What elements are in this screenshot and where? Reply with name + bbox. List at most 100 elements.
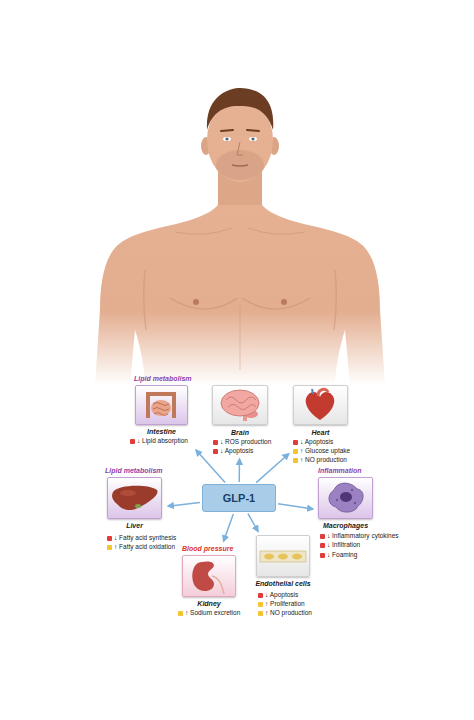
decrease-marker [107, 536, 112, 541]
tile-background [293, 385, 348, 425]
increase-marker [178, 611, 183, 616]
brain-icon [226, 397, 256, 410]
head [237, 142, 243, 155]
liver-icon [112, 486, 158, 510]
effect-text: ↓ Infiltration [327, 541, 360, 549]
organ-tile: Lipid metabolismLiver↓ Fatty acid synthe… [105, 466, 165, 554]
liver-icon [120, 490, 136, 496]
category-heading: Lipid metabolism [134, 374, 192, 383]
intestine-icon [148, 394, 174, 418]
endothelial-icon [292, 554, 302, 560]
effect-text: ↓ Apoptosis [220, 447, 253, 455]
effect-text: ↑ NO production [300, 456, 347, 464]
tile-background [256, 535, 310, 577]
head [216, 150, 264, 180]
category-heading: Lipid metabolism [105, 466, 163, 475]
effect-text: ↓ ROS production [220, 438, 271, 446]
category-heading: Inflammation [318, 466, 362, 475]
head [249, 137, 257, 141]
head [269, 137, 279, 155]
torso [95, 205, 385, 385]
effect-text: ↓ Foaming [327, 551, 357, 559]
organ-name: Intestine [147, 427, 176, 436]
decrease-marker [320, 534, 325, 539]
macrophage-icon [340, 492, 352, 502]
liver-icon [112, 486, 158, 510]
decrease-marker [213, 449, 218, 454]
increase-marker [107, 545, 112, 550]
endothelial-icon [260, 551, 306, 562]
connector-arrow [224, 514, 234, 541]
heart-icon [306, 389, 335, 420]
kidney-icon [192, 561, 224, 594]
hub-box: GLP-1 [202, 484, 276, 512]
decrease-marker [258, 593, 263, 598]
brain-icon [244, 410, 258, 418]
kidney-icon [192, 561, 214, 591]
head [251, 137, 254, 140]
category-heading: Blood pressure [182, 544, 233, 553]
heart-icon [306, 392, 335, 420]
organ-name: Endothelial cells [255, 579, 310, 588]
connector-arrow [238, 459, 240, 482]
connector-arrow [256, 454, 289, 483]
endothelial-icon [278, 554, 288, 560]
macrophage-icon [336, 499, 338, 501]
organ-tile: Lipid metabolismIntestine↓ Lipid absorpt… [128, 374, 194, 448]
effect-text: ↑ Fatty acid oxidation [114, 543, 175, 551]
head [207, 88, 273, 130]
head [201, 88, 279, 182]
kidney-icon [212, 576, 224, 594]
increase-marker [258, 611, 263, 616]
effect-text: ↑ Proliferation [265, 600, 305, 608]
heart-icon [312, 389, 313, 394]
effect-text: ↑ NO production [265, 609, 312, 617]
brain-icon [221, 390, 259, 416]
brain-icon [221, 390, 259, 421]
head [232, 165, 248, 166]
torso [240, 305, 241, 370]
organ-name: Brain [231, 428, 249, 437]
heart-icon [318, 389, 328, 396]
tile-background [182, 555, 236, 597]
macrophage-icon [354, 502, 356, 504]
tile-background [318, 477, 373, 519]
organ-tile: Heart↓ Apoptosis↑ Glucose uptake↑ NO pro… [291, 384, 351, 466]
tile-background [107, 477, 162, 519]
effect-text: ↓ Apoptosis [265, 591, 298, 599]
organ-tile: InflammationMacrophages↓ Inflammatory cy… [316, 466, 376, 562]
decrease-marker [130, 439, 135, 444]
intestine-icon [153, 403, 169, 416]
decrease-marker [320, 543, 325, 548]
torso [144, 270, 337, 330]
connector-arrow [248, 514, 258, 532]
intestine-icon [151, 400, 171, 416]
organ-name: Macrophages [323, 521, 368, 530]
organ-name: Heart [312, 428, 330, 437]
torso [170, 298, 310, 309]
intestine-icon [148, 394, 174, 418]
organ-tile: Blood pressureKidney↑ Sodium excretion [178, 544, 240, 620]
head [221, 130, 259, 131]
decrease-marker [213, 440, 218, 445]
head [207, 98, 273, 182]
brain-icon [243, 412, 247, 421]
head [201, 137, 211, 155]
endothelial-icon [264, 554, 274, 560]
macrophage-icon [329, 483, 363, 512]
increase-marker [293, 458, 298, 463]
effect-text: ↓ Apoptosis [300, 438, 333, 446]
effect-text: ↑ Sodium excretion [185, 609, 240, 617]
torso [193, 299, 199, 305]
endothelial-icon [260, 551, 306, 562]
effect-text: ↓ Fatty acid synthesis [114, 534, 176, 542]
decrease-marker [293, 440, 298, 445]
macrophage-icon [329, 483, 363, 512]
organ-name: Liver [126, 521, 143, 530]
head [225, 137, 228, 140]
decrease-marker [320, 553, 325, 558]
effect-text: ↑ Glucose uptake [300, 447, 350, 455]
hub-label: GLP-1 [203, 485, 275, 511]
torso [175, 228, 305, 234]
